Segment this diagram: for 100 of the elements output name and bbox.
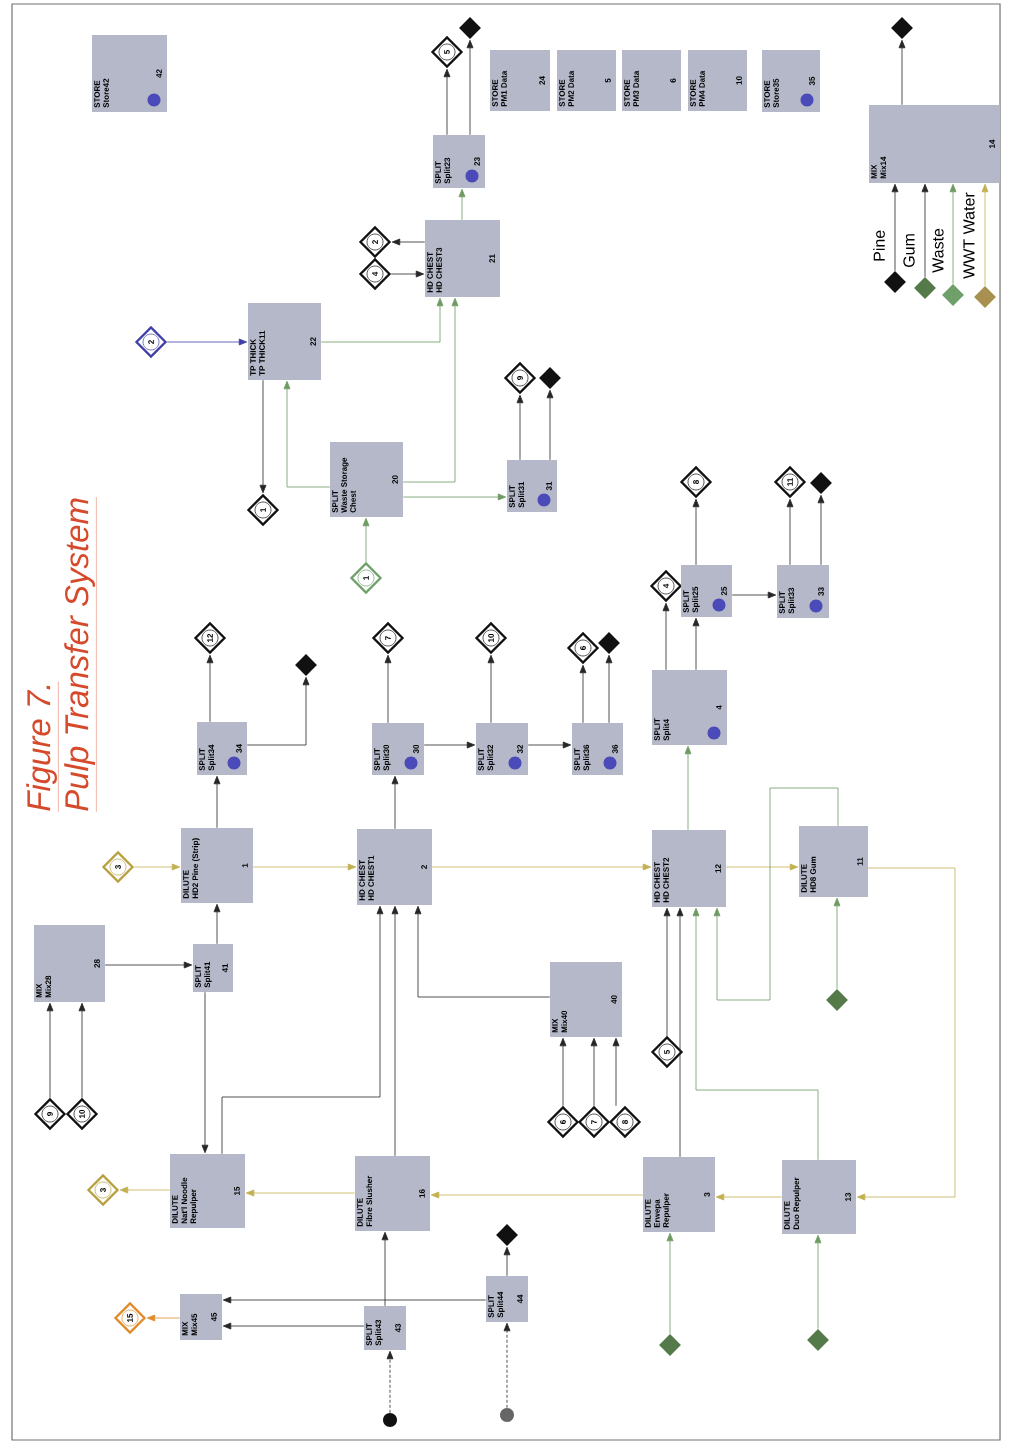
flow-arrow [402, 297, 459, 483]
process-block: SPLIT Split25 25 [681, 565, 732, 617]
process-block: STORE Store35 35 [762, 50, 820, 112]
process-block: DILUTE HD2 Pine (Strip) 1 [181, 828, 253, 903]
flow-arrow [605, 654, 613, 724]
source-circle [500, 1408, 514, 1422]
process-block: SPLIT Split34 34 [197, 722, 247, 775]
flow-arrow [213, 775, 221, 829]
flow-arrow [684, 745, 692, 831]
process-block: SPLIT Split23 23 [433, 135, 485, 188]
flow-arrow [146, 1314, 181, 1322]
flow-arrow [898, 39, 906, 106]
flow-arrow [662, 602, 670, 671]
flow-arrow [414, 905, 551, 998]
flow-arrow [725, 863, 799, 871]
flow-arrow [206, 654, 214, 723]
flow-arrow [817, 494, 825, 566]
flow-arrow [921, 183, 929, 278]
terminal-diamond [942, 284, 964, 306]
process-block: STORE PM1 Data 24 [490, 50, 550, 111]
stream-label: Gum [903, 234, 915, 267]
process-block: STORE PM2 Data 5 [557, 50, 616, 111]
stream-label: Pine [873, 230, 885, 261]
flow-arrow [259, 379, 267, 494]
flow-arrow [579, 664, 587, 724]
flow-arrow [391, 238, 426, 246]
process-block: MIX Mix40 40 [550, 962, 622, 1037]
terminal-diamond [807, 1329, 829, 1351]
flow-arrow [283, 380, 331, 488]
process-block: HD CHEST HD CHEST1 2 [357, 829, 432, 905]
process-block: HD CHEST HD CHEST2 12 [652, 830, 726, 907]
terminal-diamond [914, 277, 936, 299]
flow-arrow [487, 654, 495, 724]
flow-arrow [245, 1189, 356, 1197]
flow-arrow [391, 775, 399, 830]
flow-arrow [692, 907, 819, 1161]
flow-arrow [458, 188, 466, 221]
process-block: SPLIT Split4 4 [652, 670, 727, 745]
process-block: TP THICK TP THICK11 22 [248, 303, 321, 380]
flow-arrow [856, 867, 956, 1201]
flow-arrow [443, 68, 451, 136]
flow-arrow [715, 1193, 783, 1201]
flow-arrow [713, 787, 839, 1001]
flow-arrow [430, 1191, 644, 1199]
flow-arrow [786, 498, 794, 566]
process-block: SPLIT Waste Storage Chest 20 [330, 442, 403, 517]
flow-arrow [362, 517, 370, 563]
flow-arrow [252, 863, 357, 871]
flow-arrow [320, 297, 444, 343]
process-block: MIX Mix28 28 [34, 925, 105, 1002]
process-block: DILUTE Duo Repulper 13 [782, 1160, 856, 1234]
terminal-diamond [659, 1334, 681, 1356]
process-block: DILUTE Erwepa Repulper 3 [643, 1157, 715, 1232]
flow-arrow [119, 1186, 171, 1194]
flow-arrow [384, 654, 392, 724]
flow-arrow [213, 903, 221, 945]
flow-arrow [891, 183, 899, 272]
process-block: DILUTE HD8 Gum 11 [799, 826, 868, 897]
process-block: SPLIT Split32 32 [476, 723, 528, 775]
flow-arrow [78, 1002, 86, 1099]
process-block: SPLIT Split41 41 [193, 944, 233, 992]
process-block: HD CHEST HD CHEST3 21 [425, 220, 500, 297]
flow-arrow [731, 591, 777, 599]
flow-arrow [503, 1322, 511, 1409]
flow-arrow [692, 498, 700, 566]
figure-title: Figure 7. [26, 681, 59, 812]
flow-arrow [381, 1231, 389, 1307]
flow-arrow [814, 1234, 822, 1330]
flow-arrow [666, 1232, 674, 1335]
flow-arrow [201, 991, 209, 1154]
flow-arrow [46, 1002, 54, 1099]
flow-arrow [503, 1246, 511, 1277]
flow-arrow [546, 389, 554, 461]
process-block: SPLIT Split44 44 [486, 1276, 528, 1322]
process-block: DILUTE Fibre Slusher 16 [355, 1156, 430, 1231]
flow-arrow [590, 1037, 598, 1107]
flow-arrow [466, 39, 474, 136]
flow-arrow [133, 863, 181, 871]
flow-arrow [391, 905, 399, 1157]
terminal-diamond [884, 271, 906, 293]
stream-label: Waste [932, 228, 944, 273]
process-block: STORE PM4 Data 10 [688, 50, 747, 111]
source-circle [383, 1413, 397, 1427]
flow-arrow [833, 897, 841, 990]
flow-arrow [222, 1322, 365, 1330]
flow-arrow [559, 1037, 567, 1107]
process-block: DILUTE Nat'l Noodle Repulper 15 [170, 1154, 245, 1228]
flow-arrow [516, 394, 524, 461]
flow-arrow [386, 1350, 394, 1414]
flow-arrow [402, 493, 507, 501]
flow-arrow [222, 1296, 487, 1304]
terminal-diamond [459, 17, 481, 39]
flow-arrow [663, 907, 671, 1037]
process-block: SPLIT Split43 43 [364, 1306, 406, 1350]
flow-arrow [612, 1037, 620, 1107]
process-block: STORE Store42 42 [92, 35, 167, 112]
process-block: SPLIT Split33 33 [777, 565, 829, 618]
flow-arrow [981, 183, 989, 287]
process-block: MIX Mix45 45 [180, 1294, 222, 1340]
process-block: MIX Mix14 14 [869, 105, 1000, 183]
